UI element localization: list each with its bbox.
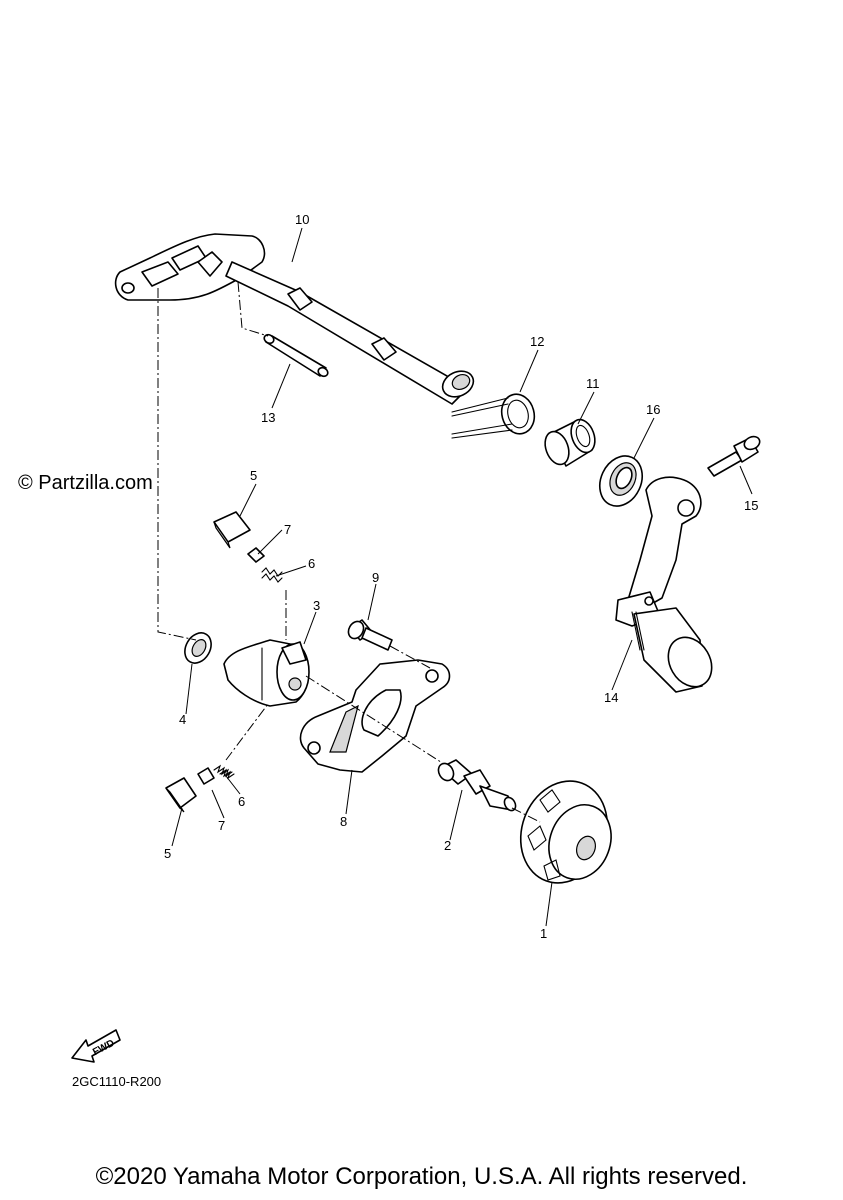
part-3-segment[interactable] xyxy=(223,639,310,707)
part-2-collar-bolt[interactable] xyxy=(435,759,517,813)
part-5-stopper-lower[interactable] xyxy=(165,777,197,813)
part-16-oil-seal[interactable] xyxy=(592,449,650,513)
callout-5-lower[interactable]: 5 xyxy=(164,846,171,861)
part-7-pin-lower[interactable] xyxy=(197,767,215,785)
callout-numbers: 10 13 12 11 16 15 14 5 7 6 3 9 4 6 7 5 8… xyxy=(164,212,758,941)
callout-1[interactable]: 1 xyxy=(540,926,547,941)
callout-6-upper[interactable]: 6 xyxy=(308,556,315,571)
callout-4[interactable]: 4 xyxy=(179,712,186,727)
part-12-torsion-spring[interactable] xyxy=(451,391,539,439)
callout-7-upper[interactable]: 7 xyxy=(284,522,291,537)
part-8-stopper-plate[interactable] xyxy=(299,659,451,773)
assembly-guide-lines xyxy=(157,281,541,823)
part-1-shift-drum-segment[interactable] xyxy=(507,769,622,895)
callout-2[interactable]: 2 xyxy=(444,838,451,853)
callout-15[interactable]: 15 xyxy=(744,498,758,513)
callout-8[interactable]: 8 xyxy=(340,814,347,829)
callout-12[interactable]: 12 xyxy=(530,334,544,349)
callout-14[interactable]: 14 xyxy=(604,690,618,705)
callout-7-lower[interactable]: 7 xyxy=(218,818,225,833)
partzilla-watermark: © Partzilla.com xyxy=(18,472,153,494)
part-6-spring-lower[interactable] xyxy=(213,764,235,780)
part-5-stopper-upper[interactable] xyxy=(213,511,251,549)
part-13-dowel-pin[interactable] xyxy=(263,333,330,378)
part-7-pin-upper[interactable] xyxy=(247,547,265,563)
callout-13[interactable]: 13 xyxy=(261,410,275,425)
part-15-bolt[interactable] xyxy=(707,434,762,477)
callout-3[interactable]: 3 xyxy=(313,598,320,613)
fwd-label: FWD xyxy=(91,1038,116,1058)
callout-leader-lines xyxy=(171,227,753,927)
part-10-shift-shaft[interactable] xyxy=(114,233,478,405)
part-14-shift-pedal[interactable] xyxy=(615,476,720,694)
part-11-collar[interactable] xyxy=(541,416,599,467)
diagram-code: 2GC1110-R200 xyxy=(72,1074,161,1089)
part-9-bolt[interactable] xyxy=(345,619,393,651)
callout-6-lower[interactable]: 6 xyxy=(238,794,245,809)
callout-10[interactable]: 10 xyxy=(295,212,309,227)
callout-16[interactable]: 16 xyxy=(646,402,660,417)
callout-11[interactable]: 11 xyxy=(586,376,600,391)
part-4-washer[interactable] xyxy=(180,628,217,668)
copyright-notice: ©2020 Yamaha Motor Corporation, U.S.A. A… xyxy=(95,1163,748,1190)
fwd-arrow-icon: FWD xyxy=(71,1029,121,1063)
callout-5-upper[interactable]: 5 xyxy=(250,468,257,483)
callout-9[interactable]: 9 xyxy=(372,570,379,585)
